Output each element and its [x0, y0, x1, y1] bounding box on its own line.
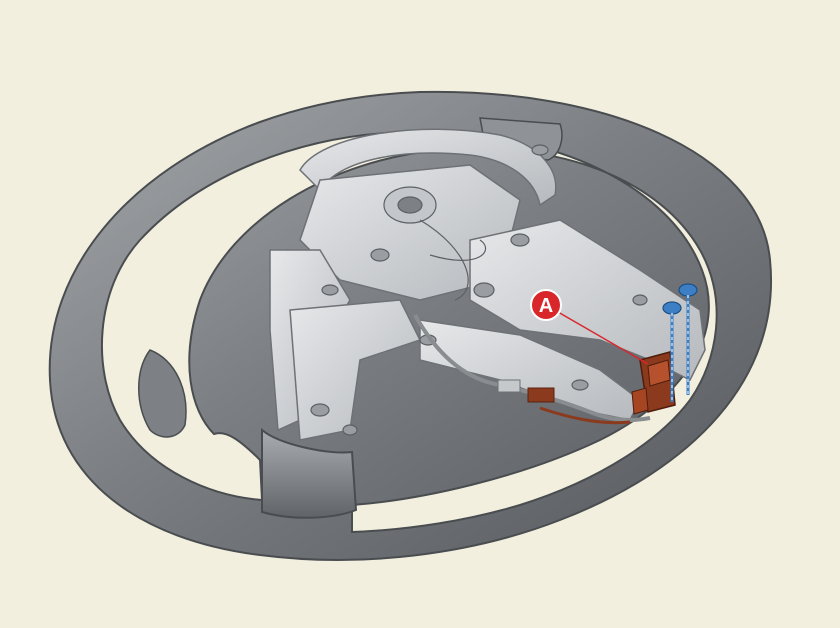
mount-hole — [571, 379, 589, 391]
mount-hole — [321, 284, 339, 296]
connector-assembly — [631, 351, 676, 415]
wire-loop — [419, 219, 469, 301]
wiring-harness — [413, 314, 651, 425]
bolt — [678, 283, 698, 395]
callout-badge — [530, 289, 562, 321]
frame-right-spoke — [469, 219, 706, 382]
mount-hole — [370, 248, 390, 262]
lower-spoke-cover — [261, 427, 358, 519]
wire-clip — [497, 379, 521, 393]
mounting-bolts — [662, 283, 698, 402]
mount-hole — [310, 403, 330, 417]
frame-upper-ring — [299, 128, 557, 207]
mount-hole — [531, 144, 549, 156]
mount-hole — [632, 294, 648, 306]
mount-hole — [473, 282, 495, 298]
callout-a: A — [530, 289, 649, 365]
mount-hole — [342, 424, 358, 436]
harness-connector — [527, 387, 555, 403]
hub-bore — [397, 196, 423, 214]
callout-label: A — [539, 295, 553, 317]
bolt — [662, 301, 682, 402]
frame-details — [310, 144, 648, 436]
mount-hole — [510, 233, 530, 247]
wire-loop — [429, 239, 486, 261]
callout-leader-line — [557, 311, 649, 365]
